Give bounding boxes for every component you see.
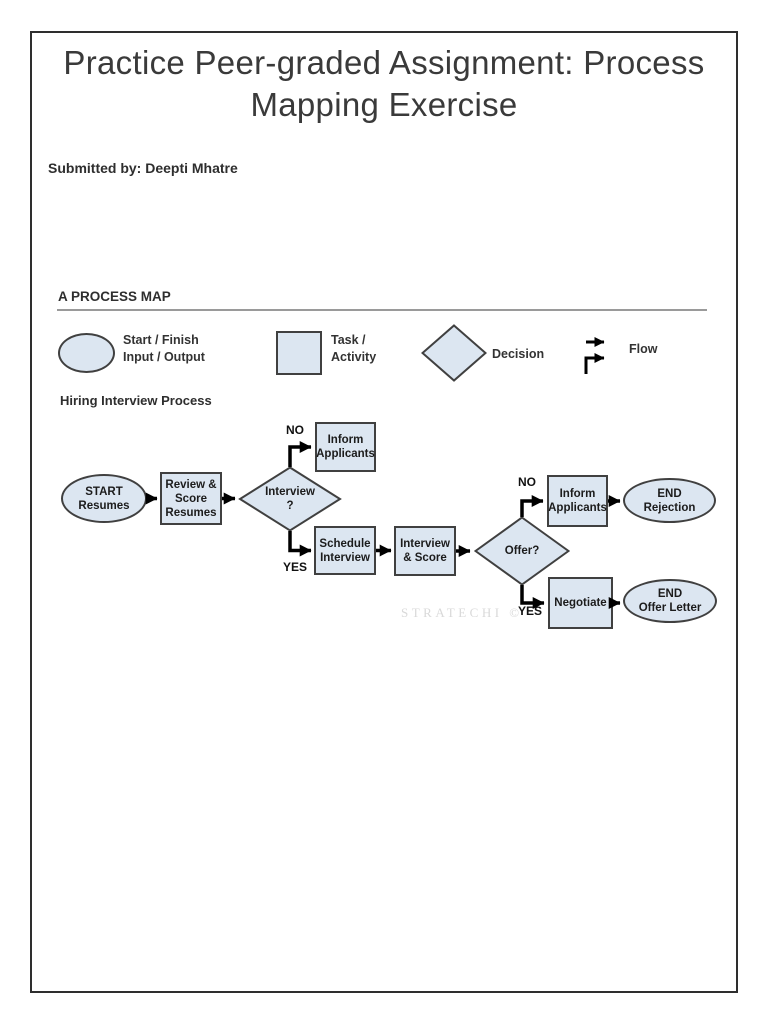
node-inform-applicants-no-interview: Inform Applicants [315,422,376,472]
decision-text: Interview ? [238,466,342,532]
node-text-line: ? [286,500,294,512]
node-text-line: END [657,588,683,600]
legend-start-finish-label: Start / Finish Input / Output [123,332,205,366]
node-text-line: END [657,487,682,500]
legend-label-line: Activity [331,350,377,364]
legend-label-line: Task / [331,333,366,347]
legend-task-shape [276,331,322,375]
page-border-frame [30,31,738,993]
decision-diamond-shape [474,516,570,586]
legend-decision-shape [421,324,487,382]
node-end-offer-letter: END Offer Letter [623,579,717,623]
node-start-resumes: START Resumes [61,474,147,523]
node-interview-decision: Interview ? [238,466,342,532]
node-text-line: Rejection [643,501,696,514]
diamond-polygon [421,324,487,382]
node-text-line: Inform [559,488,596,500]
node-text-line: Offer Letter [638,602,702,614]
page-title-line-2: Mapping Exercise [250,86,518,123]
node-text-line: Negotiate [554,597,607,609]
decision-text: Offer? [474,516,570,586]
node-negotiate: Negotiate [548,577,613,629]
node-text-line: Review & [165,478,217,491]
node-text-line: Resumes [78,499,130,512]
watermark-text: STRATECHI © [401,605,523,620]
node-text-line: Score [175,492,207,505]
node-text-line: Applicants [548,502,607,514]
edge-label-interview-yes: YES [283,560,308,574]
legend-decision-label: Decision [492,347,545,361]
diamond-polygon [238,466,342,532]
legend-task-label: Task / Activity [331,332,376,366]
page-title-line-1: Practice Peer-graded Assignment: Process [63,44,705,81]
page-title: Practice Peer-graded Assignment: Process… [31,42,737,126]
node-interview-and-score: Interview & Score [394,526,456,576]
section-heading: A PROCESS MAP [58,289,171,304]
legend-label-line: Start / Finish [123,333,199,347]
diagram-title: Hiring Interview Process [60,393,212,408]
diamond-polygon [474,516,570,586]
node-text-line: Resumes [165,506,217,519]
node-text-line: & Score [403,552,447,564]
submitted-by-text: Submitted by: Deepti Mhatre [48,160,238,176]
node-text-line: Offer? [504,545,540,557]
node-text-line: Interview [265,486,315,498]
node-end-rejection: END Rejection [623,478,716,523]
node-text-line: Applicants [316,448,375,460]
node-schedule-interview: Schedule Interview [314,526,376,575]
node-text-line: Interview [400,538,450,550]
edge-label-interview-no: NO [286,423,304,437]
node-inform-applicants-no-offer: Inform Applicants [547,475,608,527]
node-text-line: START [85,485,123,498]
legend-label-line: Input / Output [123,350,205,364]
legend-flow-label: Flow [629,342,658,356]
edge-label-offer-no: NO [518,475,536,489]
node-offer-decision: Offer? [474,516,570,586]
node-text-line: Schedule [319,537,371,550]
node-text-line: Interview [320,551,370,564]
legend-start-finish-shape [58,333,115,373]
decision-diamond-shape [238,466,342,532]
node-review-score-resumes: Review & Score Resumes [160,472,222,525]
section-divider [57,309,707,311]
node-text-line: Inform [327,434,364,446]
